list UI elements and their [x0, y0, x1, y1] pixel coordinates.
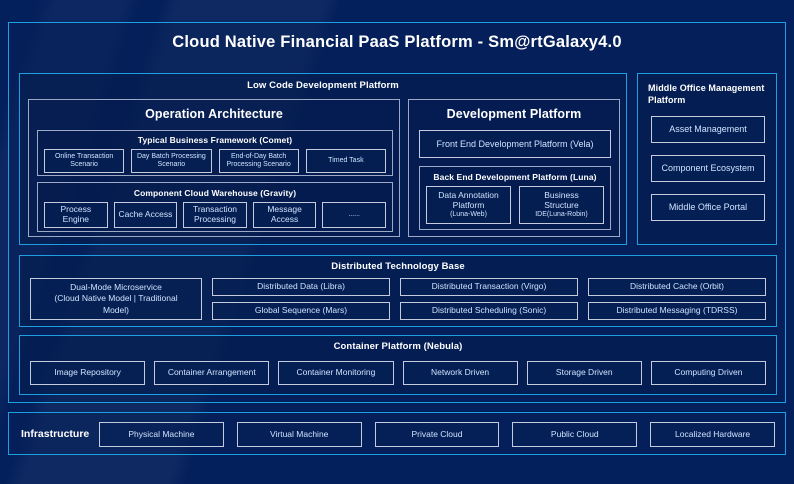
platform-frame: Cloud Native Financial PaaS Platform - S…: [8, 22, 786, 403]
chip-virtual-machine[interactable]: Virtual Machine: [236, 422, 362, 447]
middle-office-platform-title: Middle Office Management Platform: [648, 83, 765, 106]
chip-distributed-transaction[interactable]: Distributed Transaction (Virgo): [400, 278, 578, 296]
container-platform-panel: Container Platform (Nebula) Image Reposi…: [19, 335, 777, 395]
container-platform-title: Container Platform (Nebula): [333, 341, 463, 352]
chip-data-annotation-platform[interactable]: Data Annotation Platform (Luna-Web): [426, 186, 511, 224]
dtb-column-1: Distributed Data (Libra) Global Sequence…: [212, 278, 390, 320]
infrastructure-panel: Infrastructure Physical Machine Virtual …: [8, 412, 786, 455]
chip-distributed-messaging[interactable]: Distributed Messaging (TDRSS): [588, 302, 766, 320]
chip-container-monitoring[interactable]: Container Monitoring: [278, 361, 394, 385]
chip-day-batch-processing-scenario[interactable]: Day Batch Processing Scenario: [131, 149, 212, 173]
back-end-development-platform-group: Back End Development Platform (Luna) Dat…: [419, 166, 611, 230]
page-title: Cloud Native Financial PaaS Platform - S…: [172, 33, 622, 51]
chip-container-arrangement[interactable]: Container Arrangement: [154, 361, 270, 385]
distributed-technology-base-title: Distributed Technology Base: [331, 261, 465, 272]
typical-business-framework-group: Typical Business Framework (Comet) Onlin…: [37, 130, 393, 176]
chip-distributed-data[interactable]: Distributed Data (Libra): [212, 278, 390, 296]
chip-public-cloud[interactable]: Public Cloud: [512, 422, 638, 447]
chip-line-2: Platform: [452, 199, 485, 210]
component-cloud-warehouse-title: Component Cloud Warehouse (Gravity): [133, 188, 297, 198]
chip-process-engine[interactable]: Process Engine: [44, 202, 108, 228]
typical-business-framework-title: Typical Business Framework (Comet): [137, 135, 293, 145]
chip-distributed-scheduling[interactable]: Distributed Scheduling (Sonic): [400, 302, 578, 320]
chip-image-repository[interactable]: Image Repository: [30, 361, 146, 385]
chip-line-1: Data Annotation: [438, 190, 499, 201]
chip-distributed-cache[interactable]: Distributed Cache (Orbit): [588, 278, 766, 296]
component-cloud-warehouse-items: Process Engine Cache Access Transaction …: [44, 202, 386, 228]
infrastructure-label: Infrastructure: [21, 427, 90, 440]
operation-architecture-panel: Operation Architecture Typical Business …: [28, 99, 400, 237]
middle-office-items: Asset Management Component Ecosystem Mid…: [651, 116, 765, 221]
distributed-technology-base-items: Dual-Mode Microservice (Cloud Native Mod…: [30, 278, 766, 320]
chip-message-access[interactable]: Message Access: [252, 202, 317, 228]
chip-physical-machine[interactable]: Physical Machine: [99, 422, 224, 447]
development-platform-panel: Development Platform Front End Developme…: [408, 99, 620, 237]
middle-office-management-platform-panel: Middle Office Management Platform Asset …: [637, 73, 777, 245]
chip-line-1: Dual-Mode Microservice: [70, 282, 162, 293]
chip-computing-driven[interactable]: Computing Driven: [650, 361, 767, 385]
infrastructure-items: Physical Machine Virtual Machine Private…: [99, 422, 775, 447]
dtb-column-3: Distributed Cache (Orbit) Distributed Me…: [588, 278, 766, 320]
chip-storage-driven[interactable]: Storage Driven: [526, 361, 642, 385]
chip-line-2: (Cloud Native Model | Traditional: [54, 293, 178, 304]
chip-line-3: IDE(Luna-Robin): [535, 210, 588, 218]
typical-business-framework-items: Online Transaction Scenario Day Batch Pr…: [44, 149, 386, 173]
operation-architecture-title: Operation Architecture: [145, 107, 283, 121]
chip-front-end-development-platform[interactable]: Front End Development Platform (Vela): [419, 130, 611, 158]
low-code-platform-title: Low Code Development Platform: [247, 80, 399, 91]
chip-cache-access[interactable]: Cache Access: [113, 202, 178, 228]
chip-network-driven[interactable]: Network Driven: [402, 361, 518, 385]
development-platform-title: Development Platform: [446, 107, 582, 121]
chip-localized-hardware[interactable]: Localized Hardware: [650, 422, 775, 447]
chip-line-1: Business: [544, 190, 579, 201]
chip-online-transaction-scenario[interactable]: Online Transaction Scenario: [44, 149, 125, 173]
container-platform-items: Image Repository Container Arrangement C…: [30, 361, 767, 385]
chip-line-2: Structure: [544, 199, 579, 210]
dtb-column-2: Distributed Transaction (Virgo) Distribu…: [400, 278, 578, 320]
chip-transaction-processing[interactable]: Transaction Processing: [183, 202, 247, 228]
distributed-technology-base-panel: Distributed Technology Base Dual-Mode Mi…: [19, 255, 777, 327]
chip-asset-management[interactable]: Asset Management: [651, 116, 765, 143]
chip-more-ellipsis[interactable]: ......: [322, 202, 386, 228]
chip-global-sequence[interactable]: Global Sequence (Mars): [212, 302, 390, 320]
chip-private-cloud[interactable]: Private Cloud: [374, 422, 500, 447]
chip-business-structure-ide[interactable]: Business Structure IDE(Luna-Robin): [519, 186, 604, 224]
back-end-development-platform-title: Back End Development Platform (Luna): [433, 172, 597, 182]
chip-line-3: (Luna-Web): [450, 210, 487, 218]
low-code-development-platform-panel: Low Code Development Platform Operation …: [19, 73, 627, 245]
chip-end-of-day-batch-processing-scenario[interactable]: End-of-Day Batch Processing Scenario: [218, 149, 299, 173]
component-cloud-warehouse-group: Component Cloud Warehouse (Gravity) Proc…: [37, 182, 393, 232]
chip-dual-mode-microservice[interactable]: Dual-Mode Microservice (Cloud Native Mod…: [30, 278, 202, 320]
chip-line-3: Model): [103, 304, 129, 315]
back-end-items: Data Annotation Platform (Luna-Web) Busi…: [426, 186, 604, 224]
chip-middle-office-portal[interactable]: Middle Office Portal: [651, 194, 765, 221]
chip-component-ecosystem[interactable]: Component Ecosystem: [651, 155, 765, 182]
chip-timed-task[interactable]: Timed Task: [305, 149, 386, 173]
